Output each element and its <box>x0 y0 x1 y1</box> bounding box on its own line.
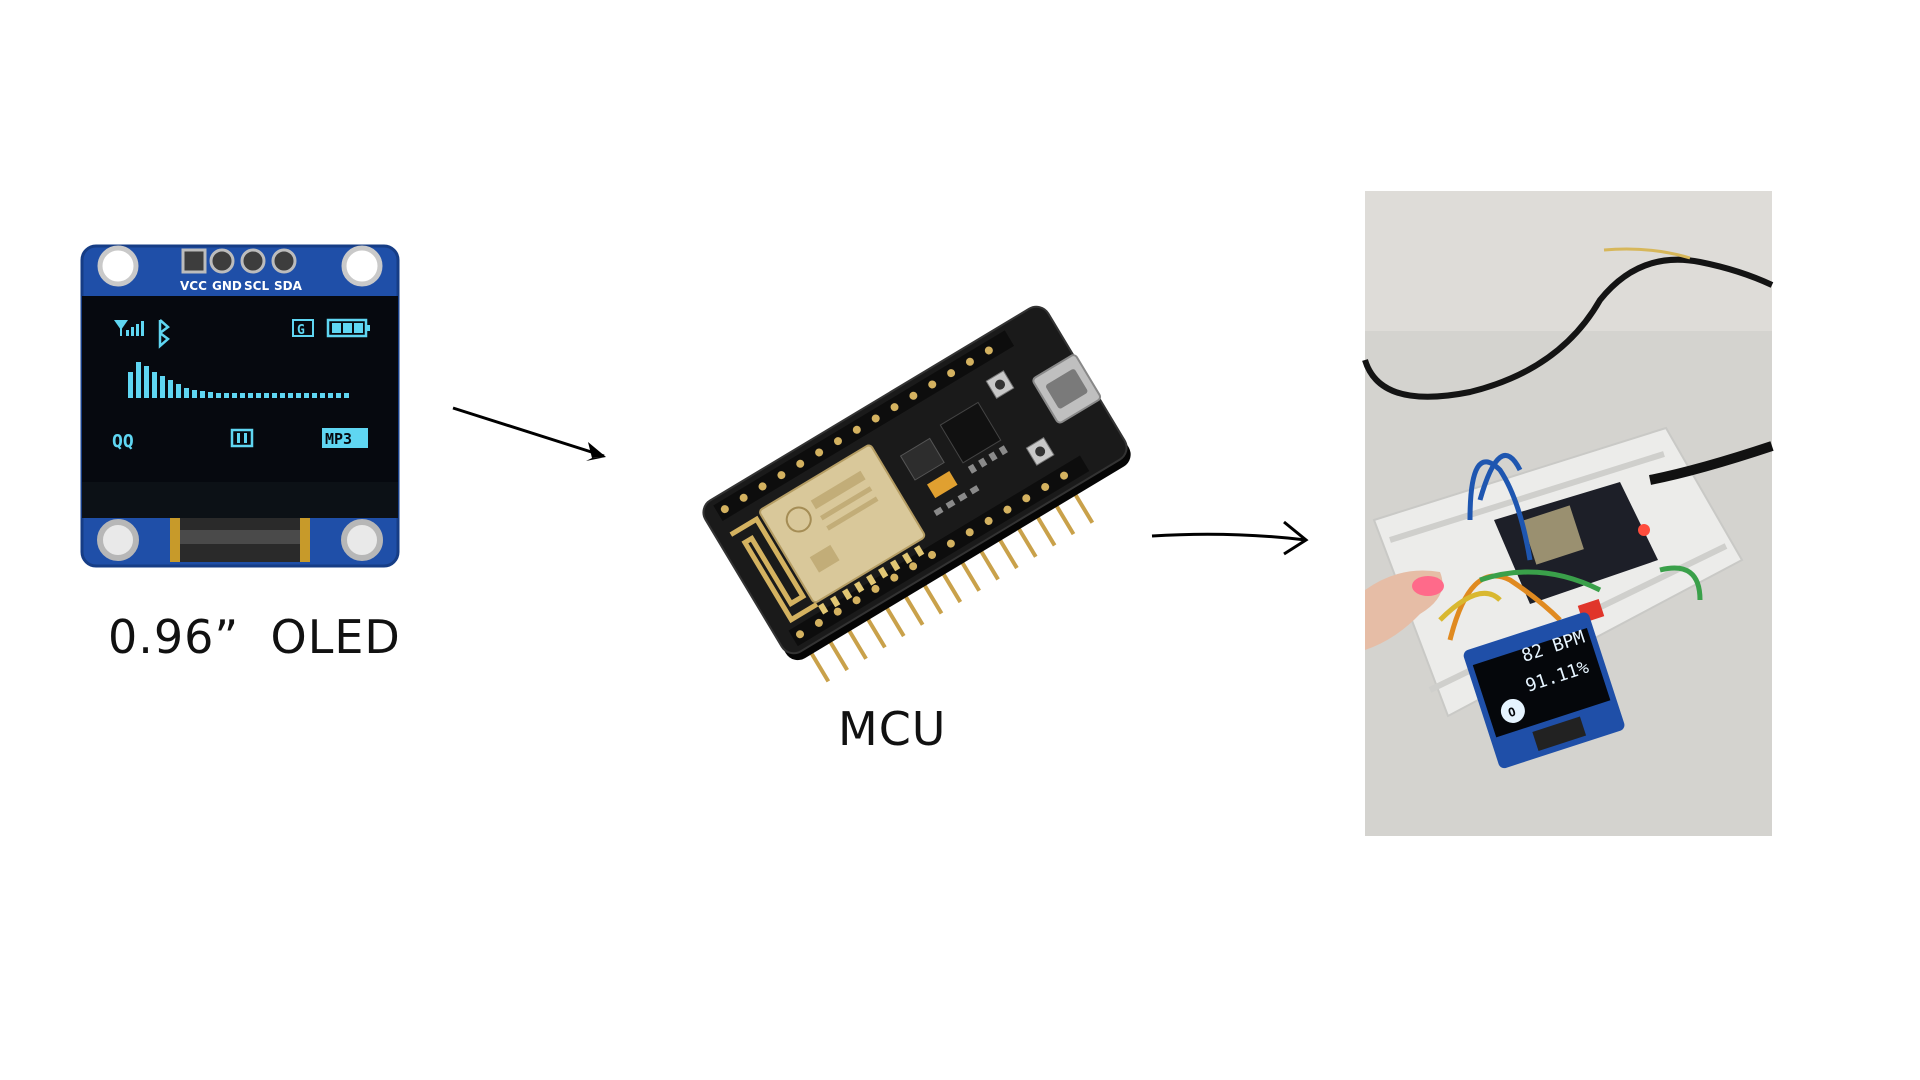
equalizer-bars <box>128 362 349 398</box>
signal-icon <box>114 320 144 336</box>
oled-pin-label: SDA <box>274 279 303 293</box>
oled-screen-mp3-text: MP3 <box>325 430 352 448</box>
arrow-oled-to-mcu <box>452 406 606 461</box>
oled-pin-label: SCL <box>244 279 269 293</box>
arrow-mcu-to-result <box>1151 520 1309 556</box>
photo-oled: O <box>1463 612 1625 769</box>
oled-pin-label: VCC <box>180 279 207 293</box>
svg-text:G: G <box>297 323 305 338</box>
oled-caption: 0.96” OLED <box>108 610 401 664</box>
result-photo: O <box>1362 191 1774 836</box>
battery-icon <box>326 318 370 338</box>
oled-screen-qq-text: QQ <box>112 431 134 452</box>
bluetooth-icon <box>158 319 170 349</box>
oled-pin-pads <box>181 248 297 274</box>
mcu-board-image <box>702 305 1131 683</box>
esp-module-shield <box>759 444 926 604</box>
svg-text:O: O <box>1506 705 1517 721</box>
mp3-badge <box>322 428 368 448</box>
oled-pin-label: GND <box>212 279 242 293</box>
mcu-caption: MCU <box>838 702 947 756</box>
pause-icon <box>230 428 254 448</box>
g-mode-icon: G <box>292 319 314 338</box>
oled-module-image: VCC GND SCL SDA <box>80 244 400 568</box>
oled-screen-graphics: G <box>114 318 370 448</box>
